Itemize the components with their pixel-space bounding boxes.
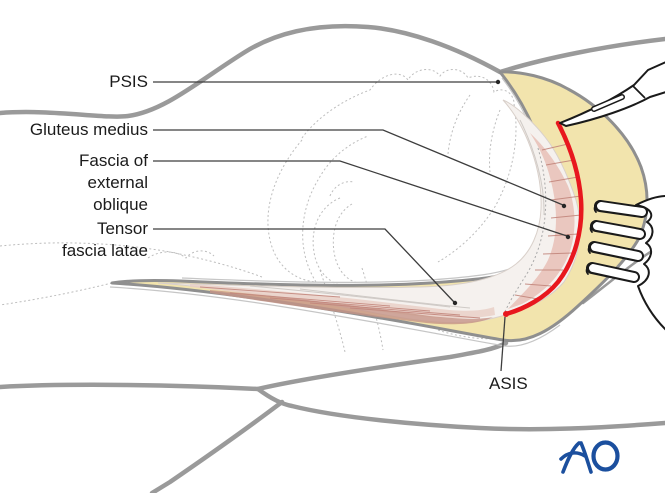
gluteus-medius-target-dot: [561, 203, 567, 209]
label-asis: ASIS: [489, 374, 528, 393]
psis-target-dot: [495, 79, 501, 85]
scalpel-blade-joint: [632, 85, 646, 99]
ao-logo: [559, 440, 620, 474]
scalpel-slot-fill: [592, 95, 624, 111]
tensor-fascia-latae-target-dot: [452, 300, 458, 306]
ao-logo-letter-a-bar: [559, 451, 587, 461]
retractor-prongs: [585, 200, 648, 283]
greater-trochanter-outline-a: [312, 197, 347, 288]
left-soft-tissue-outline-b: [0, 242, 263, 278]
back-and-crest-contour: [0, 23, 665, 119]
sacrum-outline-b: [447, 94, 471, 155]
ao-logo-letter-a: [561, 441, 593, 474]
buttock-contour: [0, 340, 509, 392]
leader-dot-layer: [452, 79, 571, 306]
ao-logo-letter-o: [591, 440, 620, 472]
rake-retractor-icon: [585, 195, 665, 331]
greater-trochanter-outline-b: [332, 203, 359, 284]
thigh-fold-contour: [255, 386, 665, 432]
femur-outline-a: [319, 269, 346, 353]
iliac-crest-outline: [301, 69, 515, 139]
retractor-body: [635, 195, 665, 331]
label-gluteus-medius: Gluteus medius: [29, 120, 148, 139]
label-psis: PSIS: [109, 72, 148, 91]
scalpel-icon: [559, 61, 665, 127]
label-fascia-external-oblique: Fascia of external oblique: [79, 151, 148, 214]
fascia-external-oblique-target-dot: [565, 234, 571, 240]
skin-edge-highlight-inner: [181, 77, 548, 283]
fascia-external-oblique-leader-line: [153, 160, 568, 237]
skin-edge-highlight-outer: [109, 286, 561, 347]
iliac-wing-outline: [267, 139, 317, 283]
incision-line: [503, 120, 584, 317]
wound-group: [109, 70, 649, 347]
ilium-to-acetabulum-outline: [437, 103, 517, 263]
gluteus-medius-leader-line: [153, 129, 564, 206]
trochanter-knob-outline: [329, 181, 355, 197]
fascia-lines: [249, 119, 545, 309]
asis-incision-endpoint: [503, 311, 509, 317]
label-tensor-fascia-latae: Tensor fascia latae: [62, 219, 148, 260]
gluteus-medius-muscle: [508, 133, 575, 309]
asis-leader-line: [500, 316, 506, 372]
tensor-fascia-latae-leader-line: [153, 228, 455, 303]
muscle-striations: [199, 143, 582, 319]
iliac-wing-inner-outline: [302, 135, 369, 283]
femur-outline-b: [361, 267, 384, 351]
sacrum-outline-a: [489, 109, 501, 173]
wound-tip-continuation-line: [0, 282, 113, 306]
left-soft-tissue-outline-a: [147, 250, 215, 259]
crest-under-tissue-dotted: [503, 147, 547, 315]
leg-contour: [149, 399, 285, 493]
leader-line-layer: [153, 81, 568, 372]
